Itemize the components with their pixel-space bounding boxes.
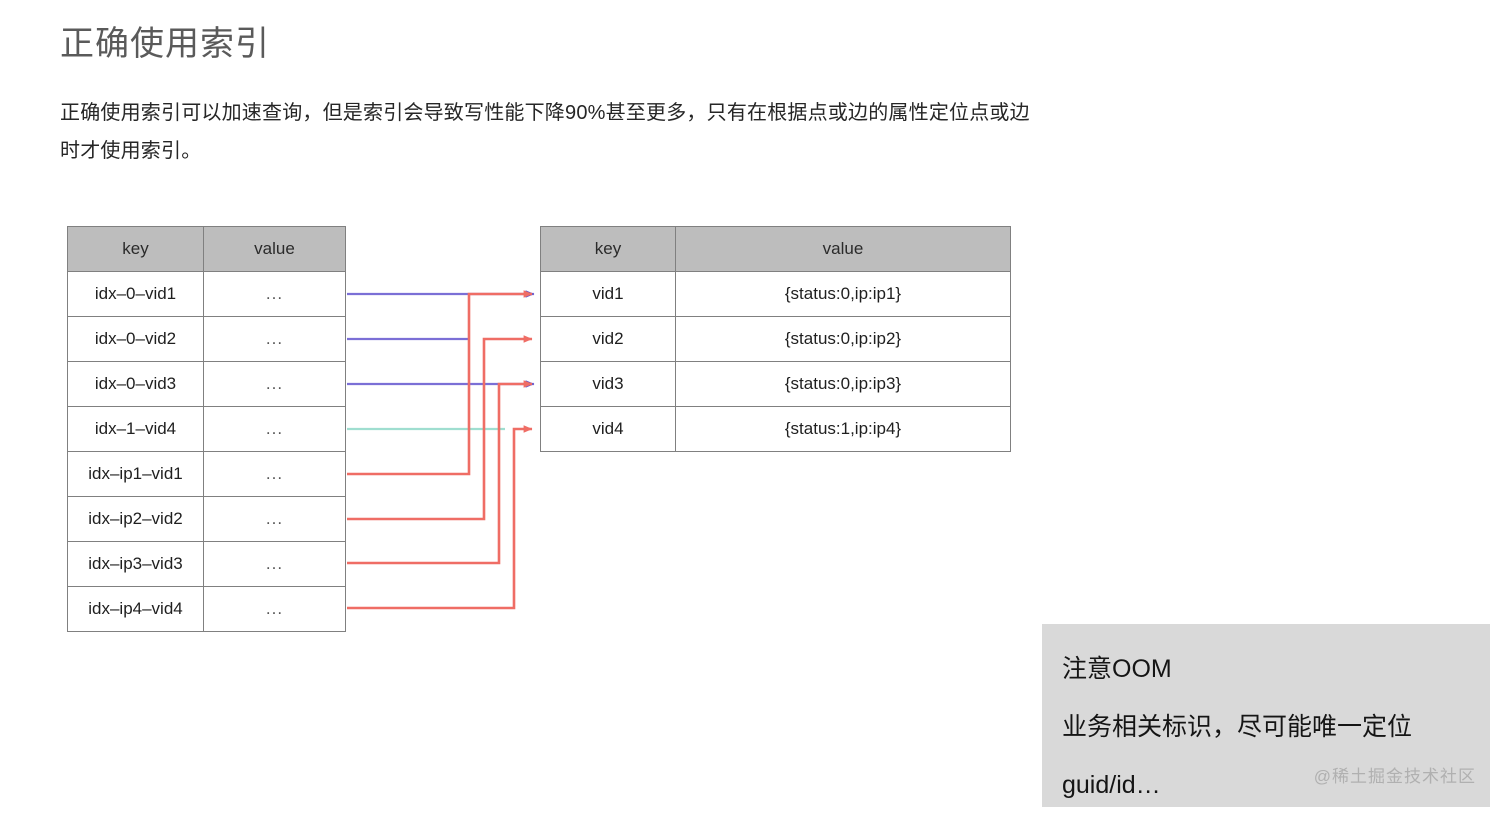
vertex-table-header-key: key: [540, 226, 676, 272]
index-key-cell: idx–ip2–vid2: [67, 496, 204, 542]
vertex-value-cell: {status:0,ip:ip1}: [675, 271, 1011, 317]
page-title: 正确使用索引: [60, 25, 270, 63]
vertex-table-header-row: key value: [540, 226, 1011, 272]
index-table-header-value: value: [203, 226, 346, 272]
index-key-cell: idx–1–vid4: [67, 406, 204, 452]
index-table: key value idx–0–vid1 ... idx–0–vid2 ... …: [67, 226, 346, 632]
index-value-cell: ...: [203, 316, 346, 362]
callout-line-example: guid/id…: [1062, 771, 1161, 799]
vertex-key-cell: vid1: [540, 271, 676, 317]
vertex-table: key value vid1 {status:0,ip:ip1} vid2 {s…: [540, 226, 1011, 452]
table-row: vid1 {status:0,ip:ip1}: [540, 271, 1011, 317]
table-row: vid3 {status:0,ip:ip3}: [540, 361, 1011, 407]
vertex-key-cell: vid2: [540, 316, 676, 362]
table-row: vid2 {status:0,ip:ip2}: [540, 316, 1011, 362]
index-table-header-row: key value: [67, 226, 346, 272]
index-key-cell: idx–0–vid2: [67, 316, 204, 362]
callout-box: 注意OOM 业务相关标识，尽可能唯一定位 guid/id… @稀土掘金技术社区: [1042, 624, 1490, 807]
table-row: idx–ip2–vid2 ...: [67, 496, 346, 542]
watermark: @稀土掘金技术社区: [1313, 767, 1476, 786]
index-key-cell: idx–ip4–vid4: [67, 586, 204, 632]
index-value-cell: ...: [203, 541, 346, 587]
index-key-cell: idx–0–vid1: [67, 271, 204, 317]
table-row: vid4 {status:1,ip:ip4}: [540, 406, 1011, 452]
vertex-key-cell: vid4: [540, 406, 676, 452]
vertex-value-cell: {status:0,ip:ip3}: [675, 361, 1011, 407]
index-value-cell: ...: [203, 586, 346, 632]
vertex-value-cell: {status:1,ip:ip4}: [675, 406, 1011, 452]
index-key-cell: idx–ip3–vid3: [67, 541, 204, 587]
callout-line-detail: 业务相关标识，尽可能唯一定位: [1062, 713, 1413, 741]
connector-ip1-vid1: [347, 290, 533, 476]
callout-line-title: 注意OOM: [1062, 655, 1172, 683]
index-value-cell: ...: [203, 361, 346, 407]
index-key-cell: idx–ip1–vid1: [67, 451, 204, 497]
index-value-cell: ...: [203, 271, 346, 317]
connector-ip3-vid3: [347, 380, 533, 565]
intro-paragraph: 正确使用索引可以加速查询，但是索引会导致写性能下降90%甚至更多，只有在根据点或…: [60, 102, 1030, 162]
table-row: idx–1–vid4 ...: [67, 406, 346, 452]
table-row: idx–ip4–vid4 ...: [67, 586, 346, 632]
vertex-value-cell: {status:0,ip:ip2}: [675, 316, 1011, 362]
vertex-table-header-value: value: [675, 226, 1011, 272]
table-row: idx–ip3–vid3 ...: [67, 541, 346, 587]
table-row: idx–0–vid2 ...: [67, 316, 346, 362]
index-value-cell: ...: [203, 406, 346, 452]
table-row: idx–ip1–vid1 ...: [67, 451, 346, 497]
table-row: idx–0–vid3 ...: [67, 361, 346, 407]
table-row: idx–0–vid1 ...: [67, 271, 346, 317]
vertex-key-cell: vid3: [540, 361, 676, 407]
index-key-cell: idx–0–vid3: [67, 361, 204, 407]
connector-ip4-vid4: [347, 425, 533, 610]
index-table-header-key: key: [67, 226, 204, 272]
index-value-cell: ...: [203, 451, 346, 497]
connector-ip2-vid2: [347, 335, 533, 521]
index-value-cell: ...: [203, 496, 346, 542]
